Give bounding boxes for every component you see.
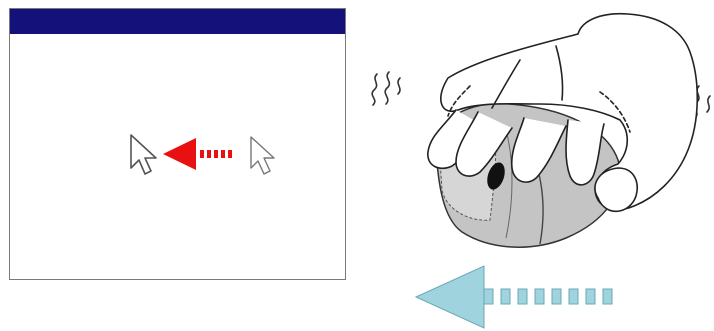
motion-squiggle-left-icon bbox=[372, 72, 400, 105]
origin-cursor-icon bbox=[251, 137, 274, 174]
mouse-move-arrow bbox=[416, 266, 612, 328]
destination-cursor-icon bbox=[131, 135, 156, 174]
cursor-move-arrow bbox=[163, 138, 232, 170]
